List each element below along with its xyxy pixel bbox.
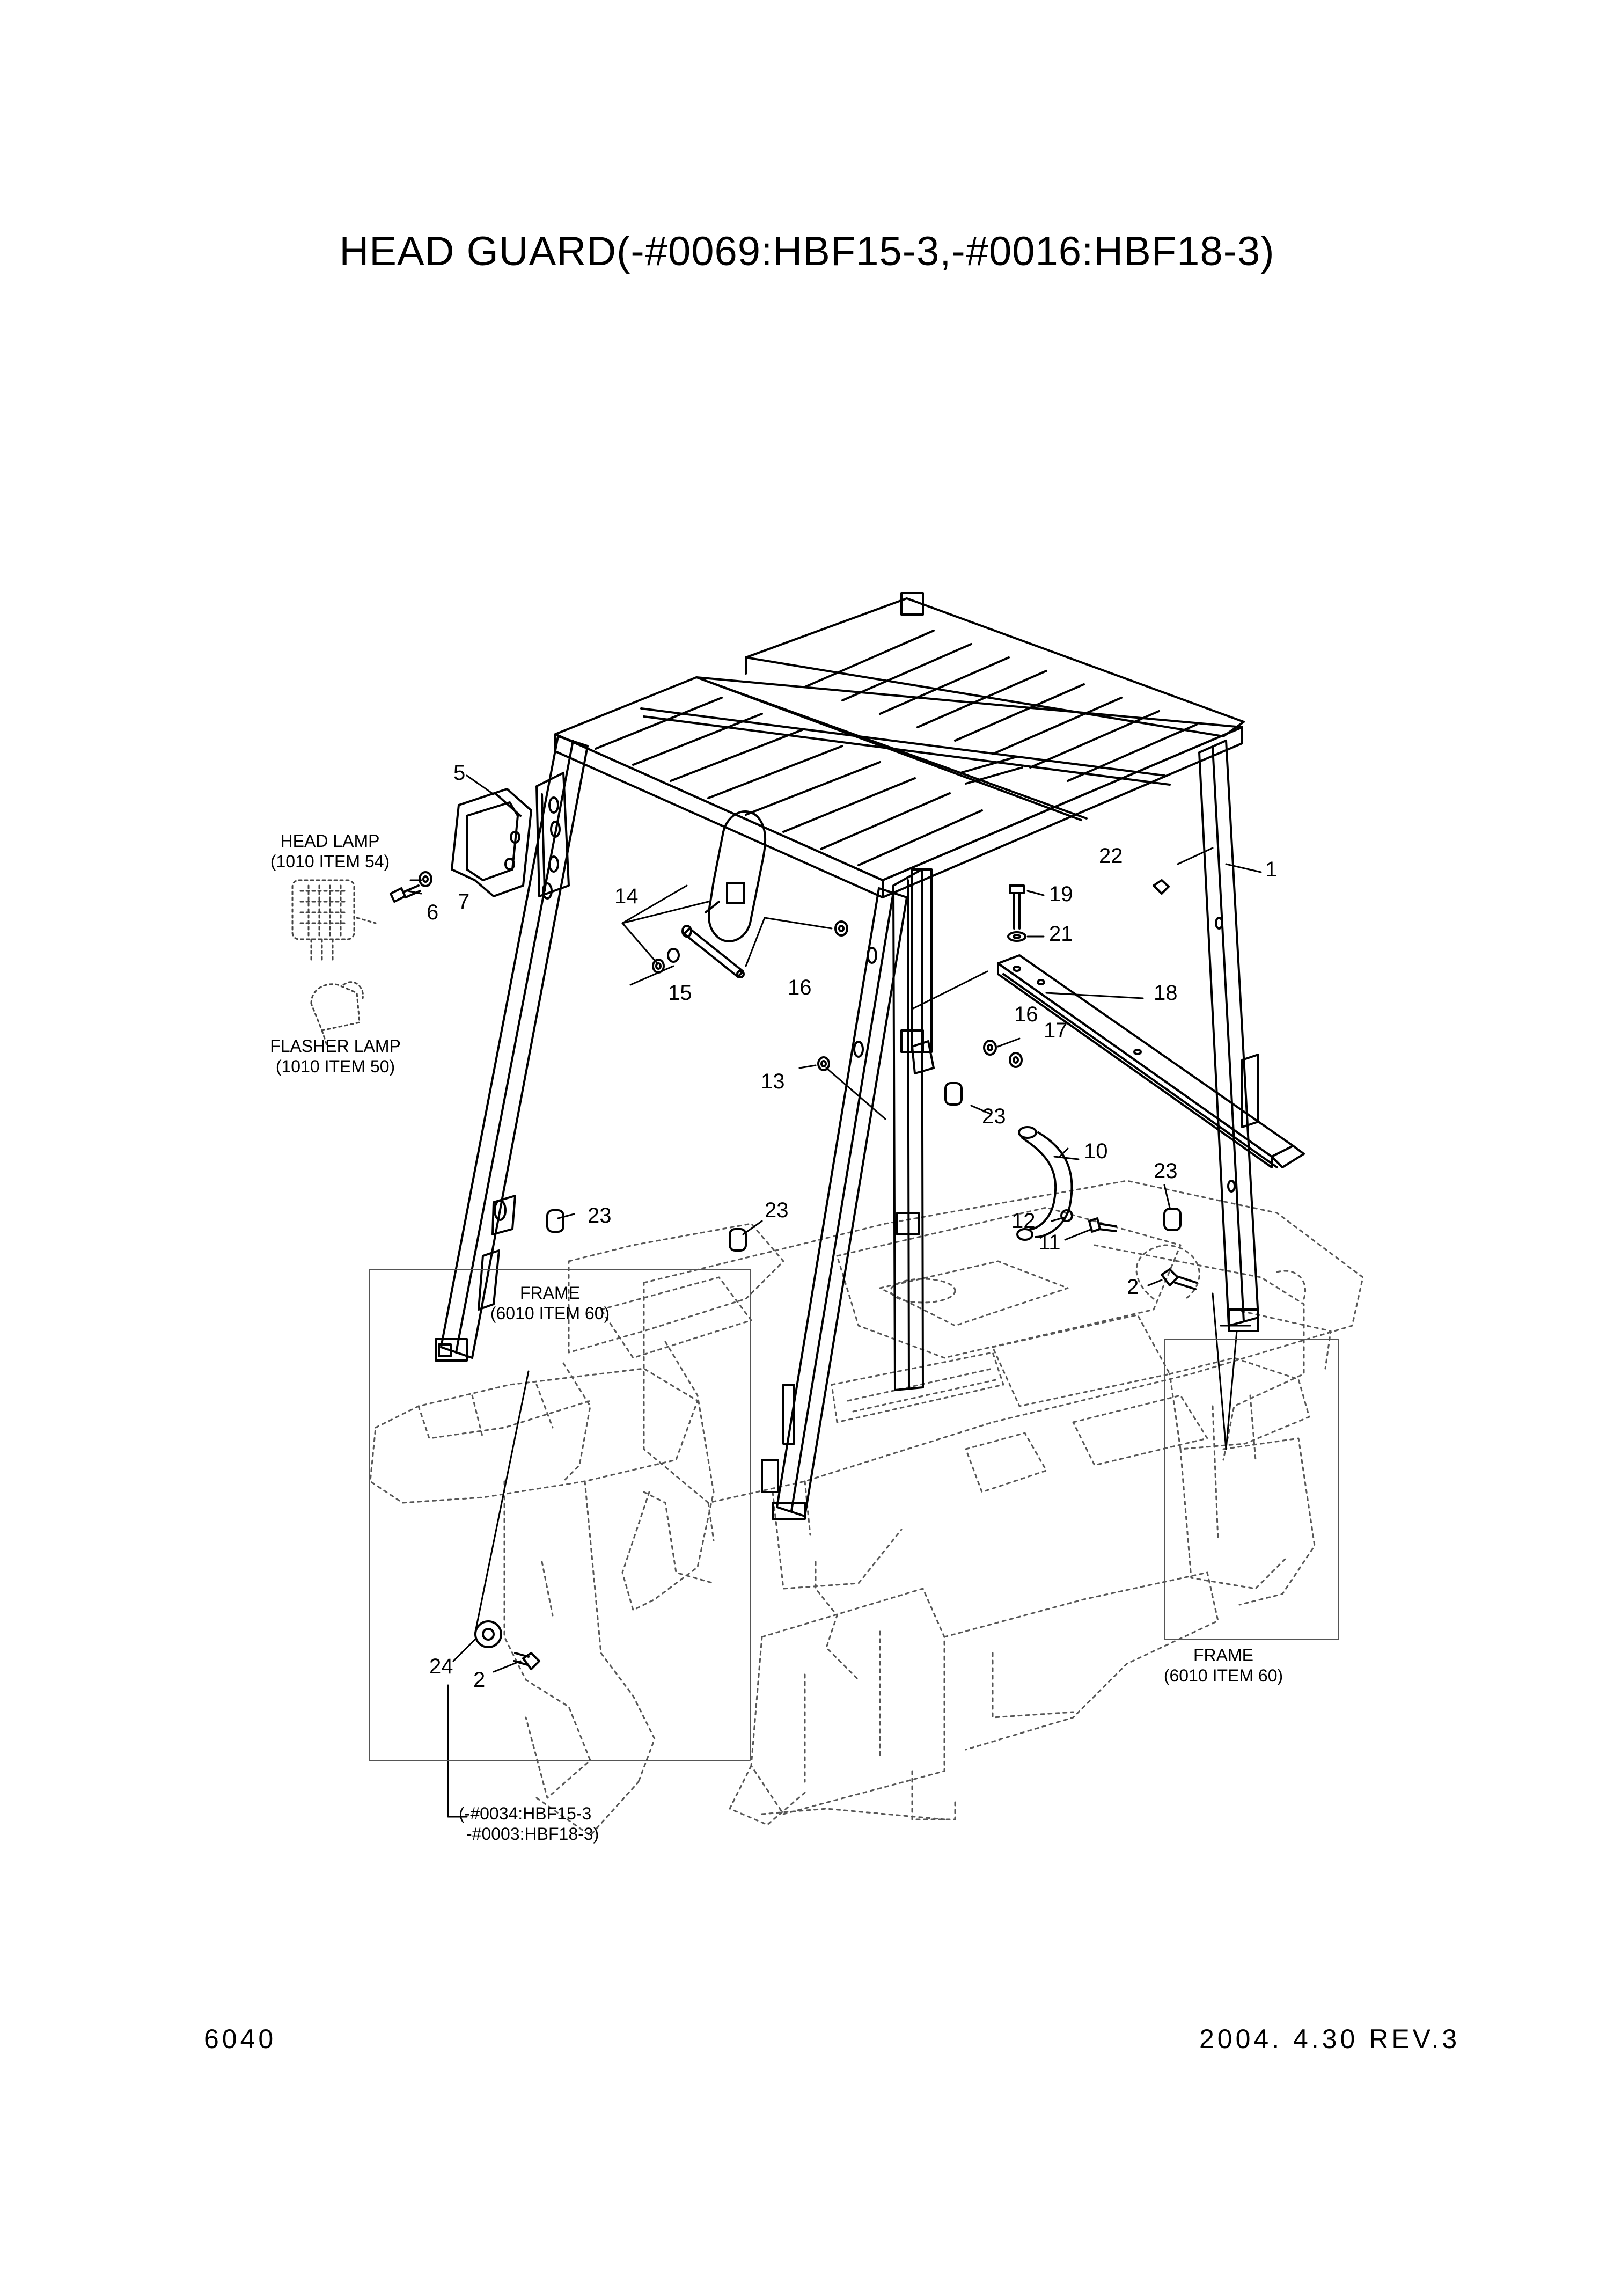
serial-range-line2: -#0003:HBF18-3) [466, 1824, 599, 1844]
head-guard-roof [554, 592, 1245, 898]
frame-right-label: FRAME [1193, 1646, 1253, 1665]
head-lamp-label: HEAD LAMP [280, 831, 380, 851]
head-lamp-outline [291, 879, 377, 962]
callout-5: 5 [453, 761, 466, 785]
frame-left-label: FRAME [520, 1283, 580, 1303]
callout-12: 12 [1011, 1209, 1036, 1233]
callout-6: 6 [427, 901, 439, 924]
callout-13: 13 [761, 1070, 785, 1093]
serial-range-note: (-#0034:HBF15-3 -#0003:HBF18-3) [459, 1803, 663, 1844]
callout-21: 21 [1049, 922, 1073, 946]
truck-body-outline [562, 1180, 1364, 1826]
callout-23-center: 23 [982, 1105, 1006, 1128]
callout-2-right: 2 [1127, 1275, 1139, 1299]
callout-23-left: 23 [588, 1204, 612, 1227]
callout-1: 1 [1265, 858, 1278, 881]
flasher-lamp-label: FLASHER LAMP [270, 1036, 401, 1056]
page-number: 6040 [204, 2024, 277, 2054]
callout-22: 22 [1099, 844, 1123, 868]
part-14-mirror [705, 810, 767, 942]
frame-note-left: FRAME (6010 ITEM 60) [461, 1283, 639, 1324]
cross-member-18 [997, 954, 1305, 1168]
callout-23-right: 23 [1154, 1159, 1178, 1183]
flasher-lamp-ref: (1010 ITEM 50) [275, 1057, 395, 1076]
callout-11: 11 [1038, 1231, 1061, 1254]
callout-7: 7 [458, 890, 470, 913]
callout-23-frame: 23 [765, 1198, 789, 1222]
frame-left-ref: (6010 ITEM 60) [490, 1304, 610, 1323]
part-5-lamp-bracket [451, 788, 532, 897]
revision-date: 2004. 4.30 REV.3 [1199, 2024, 1461, 2054]
frame-right-ref: (6010 ITEM 60) [1163, 1666, 1283, 1685]
flasher-lamp-outline [310, 981, 364, 1048]
callout-2-left: 2 [473, 1668, 486, 1692]
lamp-bracket-on-leg [478, 772, 570, 1311]
flasher-lamp-note: FLASHER LAMP (1010 ITEM 50) [247, 1036, 424, 1077]
callout-15: 15 [668, 981, 692, 1005]
callout-17: 17 [1044, 1019, 1068, 1042]
callout-18: 18 [1154, 981, 1178, 1005]
head-lamp-ref: (1010 ITEM 54) [270, 852, 390, 871]
serial-range-line1: (-#0034:HBF15-3 [459, 1804, 592, 1823]
callout-16-right: 16 [1014, 1003, 1038, 1026]
callout-10: 10 [1084, 1139, 1108, 1163]
callout-16-left: 16 [788, 976, 812, 999]
right-frame-bracket [1169, 1357, 1310, 1590]
part-7-washer [419, 871, 432, 887]
left-frame-bracket [369, 1368, 715, 1837]
leader-lines [407, 774, 1262, 1818]
head-lamp-note: HEAD LAMP (1010 ITEM 54) [241, 831, 419, 872]
callout-24: 24 [429, 1655, 453, 1678]
detail-boxes [369, 1269, 1339, 1761]
small-hardware [474, 879, 1198, 1670]
diagram-title: HEAD GUARD(-#0069:HBF15-3,-#0016:HBF18-3… [339, 229, 1275, 274]
head-guard-legs [435, 735, 1259, 1520]
callout-19: 19 [1049, 882, 1073, 906]
frame-note-right: FRAME (6010 ITEM 60) [1135, 1645, 1312, 1686]
callout-14: 14 [614, 884, 639, 908]
part-6-bolt [390, 884, 421, 903]
